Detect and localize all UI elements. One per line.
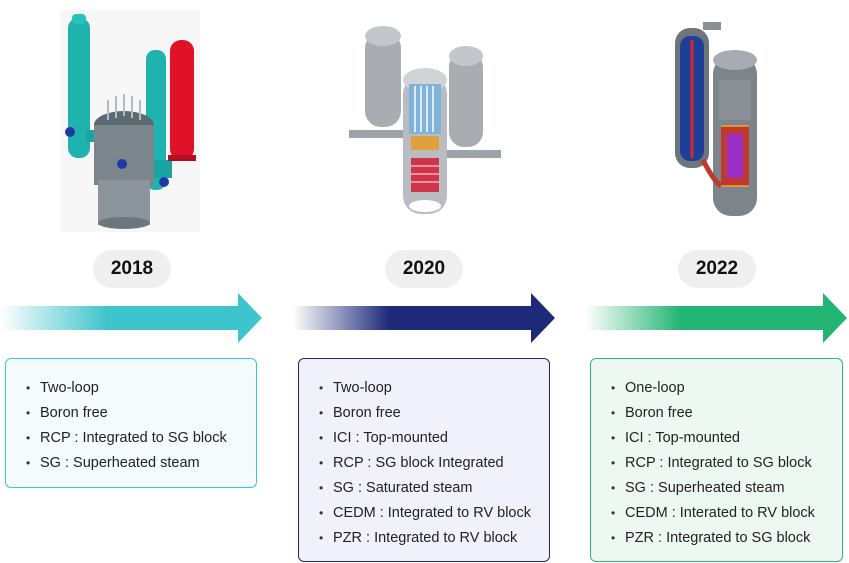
feature-item: •CEDM : Interated to RV block: [611, 505, 815, 521]
feature-item: •Boron free: [319, 405, 401, 421]
feature-item: •SG : Superheated steam: [611, 480, 785, 496]
feature-item: •ICI : Top-mounted: [611, 430, 740, 446]
feature-item: •RCP : SG block Integrated: [319, 455, 504, 471]
year-label: 2018: [93, 250, 171, 288]
feature-item: •RCP : Integrated to SG block: [26, 430, 227, 446]
features-list: •Two-loop •Boron free •RCP : Integrated …: [26, 376, 256, 476]
integrated-reactor-cutaway-icon: [349, 26, 501, 214]
feature-item: •Boron free: [611, 405, 693, 421]
feature-item: •PZR : Integrated to SG block: [611, 530, 811, 546]
features-list: •One-loop •Boron free •ICI : Top-mounted…: [611, 376, 842, 551]
timeline-arrow: [585, 293, 847, 343]
feature-item: •SG : Saturated steam: [319, 480, 473, 496]
feature-item: •CEDM : Integrated to RV block: [319, 505, 531, 521]
feature-item: •Boron free: [26, 405, 108, 421]
feature-item: •Two-loop: [26, 380, 99, 396]
features-box: •Two-loop •Boron free •ICI : Top-mounted…: [298, 358, 550, 562]
features-box: •One-loop •Boron free •ICI : Top-mounted…: [590, 358, 843, 562]
year-label: 2020: [385, 250, 463, 288]
timeline-arrow: [0, 293, 262, 343]
two-loop-reactor-icon: [60, 10, 200, 232]
timeline-stage-2018: 2018 •Two-loop •Boron free •RCP : Integr…: [0, 0, 270, 563]
timeline-stage-2020: 2020 •Two-loop •Boron free •ICI : Top-mo…: [293, 0, 563, 563]
features-list: •Two-loop •Boron free •ICI : Top-mounted…: [319, 376, 549, 551]
features-box: •Two-loop •Boron free •RCP : Integrated …: [5, 358, 257, 488]
feature-item: •ICI : Top-mounted: [319, 430, 448, 446]
timeline-arrow: [293, 293, 555, 343]
one-loop-reactor-cutaway-icon: [675, 22, 757, 216]
year-label: 2022: [678, 250, 756, 288]
feature-item: •One-loop: [611, 380, 685, 396]
feature-item: •Two-loop: [319, 380, 392, 396]
feature-item: •SG : Superheated steam: [26, 455, 200, 471]
feature-item: •PZR : Integrated to RV block: [319, 530, 518, 546]
feature-item: •RCP : Integrated to SG block: [611, 455, 812, 471]
timeline-stage-2022: 2022 •One-loop •Boron free •ICI : Top-mo…: [585, 0, 849, 563]
